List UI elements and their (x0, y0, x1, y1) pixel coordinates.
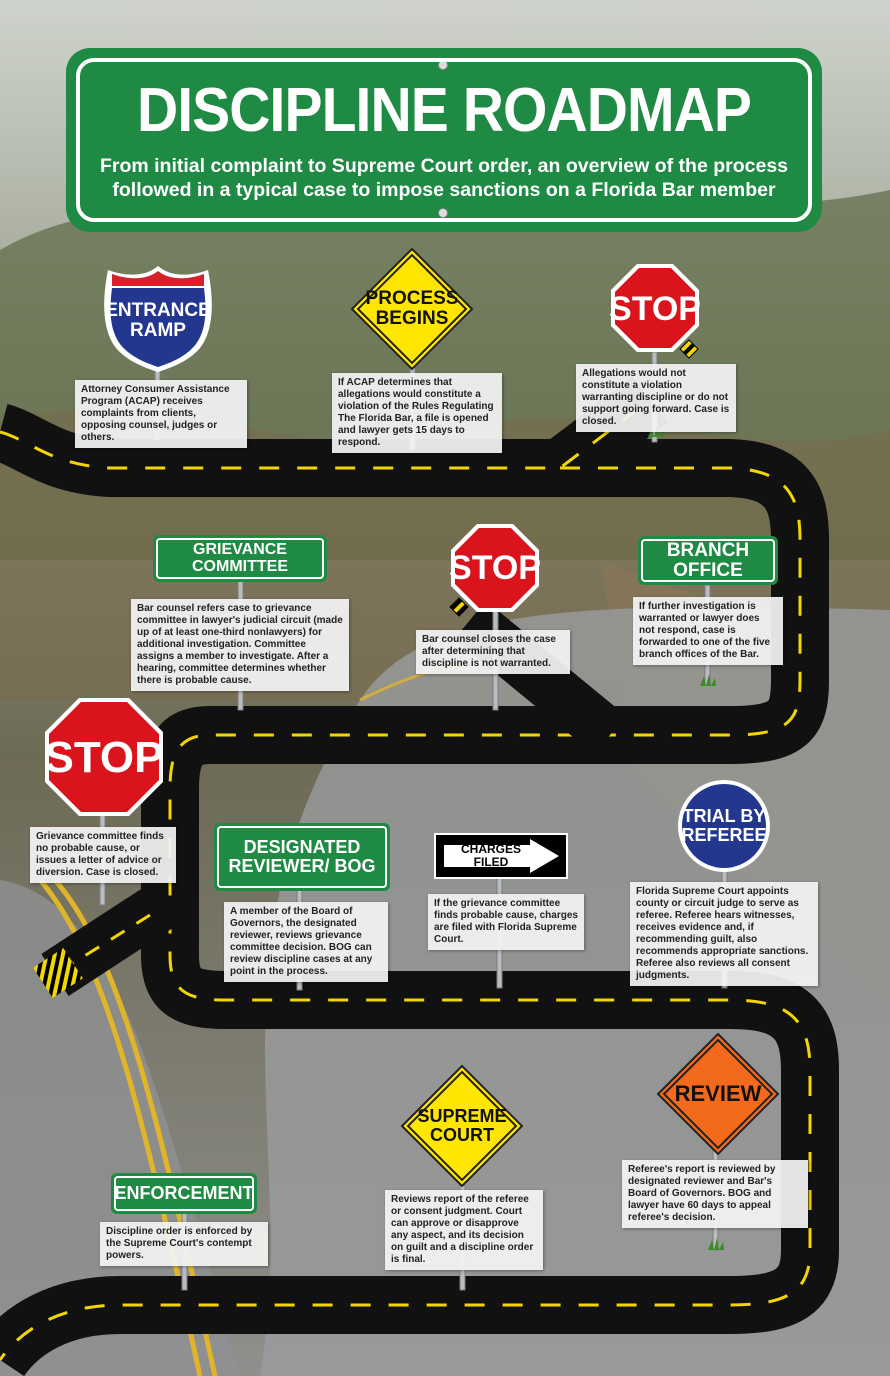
sign-trial-by-referee: TRIAL BY REFEREE (681, 806, 767, 845)
note-review: Referee's report is reviewed by designat… (622, 1160, 808, 1228)
title-sign: DISCIPLINE ROADMAP From initial complain… (66, 48, 822, 232)
note-entrance-ramp: Attorney Consumer Assistance Program (AC… (75, 380, 247, 448)
sign-entrance-ramp: ENTRANCE RAMP (105, 300, 211, 341)
note-trial-by-referee: Florida Supreme Court appoints county or… (630, 882, 818, 986)
note-stop-1: Allegations would not constitute a viola… (576, 364, 736, 432)
interstate-shield-icon (104, 266, 212, 372)
sign-stop-3: STOP (44, 732, 164, 782)
sign-review: REVIEW (674, 1081, 762, 1107)
page-subtitle: From initial complaint to Supreme Court … (99, 155, 789, 201)
note-process-begins: If ACAP determines that allegations woul… (332, 373, 502, 453)
sign-enforcement: ENFORCEMENT (111, 1173, 257, 1214)
note-supreme-court: Reviews report of the referee or consent… (385, 1190, 543, 1270)
trial-by-referee-circle-icon (678, 780, 770, 872)
charges-filed-arrow-icon (434, 833, 568, 879)
review-diamond-icon (656, 1032, 780, 1156)
sign-stop-2: STOP (449, 549, 541, 588)
process-begins-diamond-icon (350, 247, 474, 371)
sign-charges-filed: CHARGES FILED (460, 842, 521, 869)
sign-supreme-court: SUPREME COURT (417, 1106, 507, 1145)
note-enforcement: Discipline order is enforced by the Supr… (100, 1222, 268, 1266)
note-designated-reviewer: A member of the Board of Governors, the … (224, 902, 388, 982)
note-charges-filed: If the grievance committee finds probabl… (428, 894, 584, 950)
sign-stop-1: STOP (609, 290, 701, 329)
page-title: DISCIPLINE ROADMAP (136, 76, 752, 145)
stop-sign-3-icon (45, 698, 163, 816)
note-branch-office: If further investigation is warranted or… (633, 597, 783, 665)
supreme-court-diamond-icon (400, 1064, 524, 1188)
stop-sign-1-icon (611, 264, 699, 352)
note-stop-3: Grievance committee finds no probable ca… (30, 827, 176, 883)
sign-process-begins: PROCESS BEGINS (365, 288, 459, 329)
note-grievance-committee: Bar counsel refers case to grievance com… (131, 599, 349, 691)
sign-grievance-committee: GRIEVANCE COMMITTEE (153, 535, 327, 582)
note-stop-2: Bar counsel closes the case after determ… (416, 630, 570, 674)
bolt-icon (438, 208, 448, 218)
sign-branch-office: BRANCH OFFICE (638, 536, 778, 585)
stop-sign-2-icon (451, 524, 539, 612)
sign-designated-reviewer: DESIGNATED REVIEWER/ BOG (214, 823, 390, 891)
